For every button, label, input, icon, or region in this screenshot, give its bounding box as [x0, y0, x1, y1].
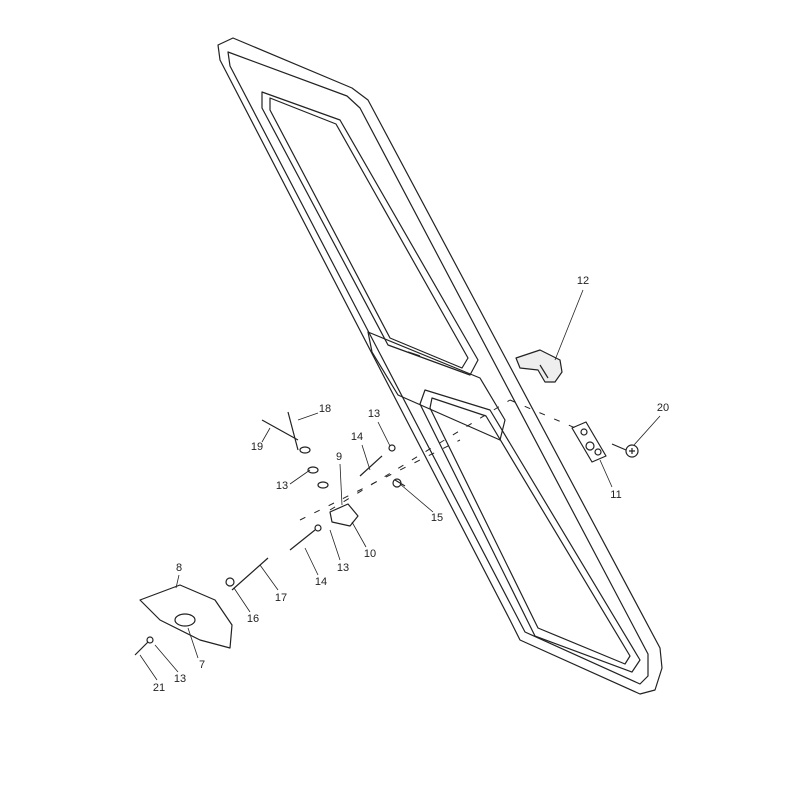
- callout-17: 17: [274, 592, 288, 604]
- assembly-lines: [299, 399, 581, 521]
- callout-10: 10: [363, 548, 377, 560]
- callout-20: 20: [656, 402, 670, 414]
- callout-13: 13: [173, 673, 187, 685]
- callout-13: 13: [336, 562, 350, 574]
- screw-part: [611, 443, 639, 458]
- leader-lines: [139, 289, 661, 681]
- callout-18: 18: [318, 403, 332, 415]
- callout-14: 14: [314, 576, 328, 588]
- callout-21: 21: [152, 682, 166, 694]
- callout-15: 15: [430, 512, 444, 524]
- callout-11: 11: [610, 489, 622, 501]
- hardware-cluster: [134, 411, 406, 656]
- handle-part: [515, 349, 563, 383]
- callout-13: 13: [275, 480, 289, 492]
- callout-8: 8: [175, 562, 183, 574]
- callout-9: 9: [335, 451, 343, 463]
- callout-14: 14: [350, 431, 364, 443]
- callout-13: 13: [367, 408, 381, 420]
- door-frame: [217, 37, 663, 695]
- latch-plate-part: [571, 421, 607, 463]
- callout-19: 19: [250, 441, 264, 453]
- callout-16: 16: [246, 613, 260, 625]
- callout-12: 12: [576, 275, 590, 287]
- callout-7: 7: [198, 659, 206, 671]
